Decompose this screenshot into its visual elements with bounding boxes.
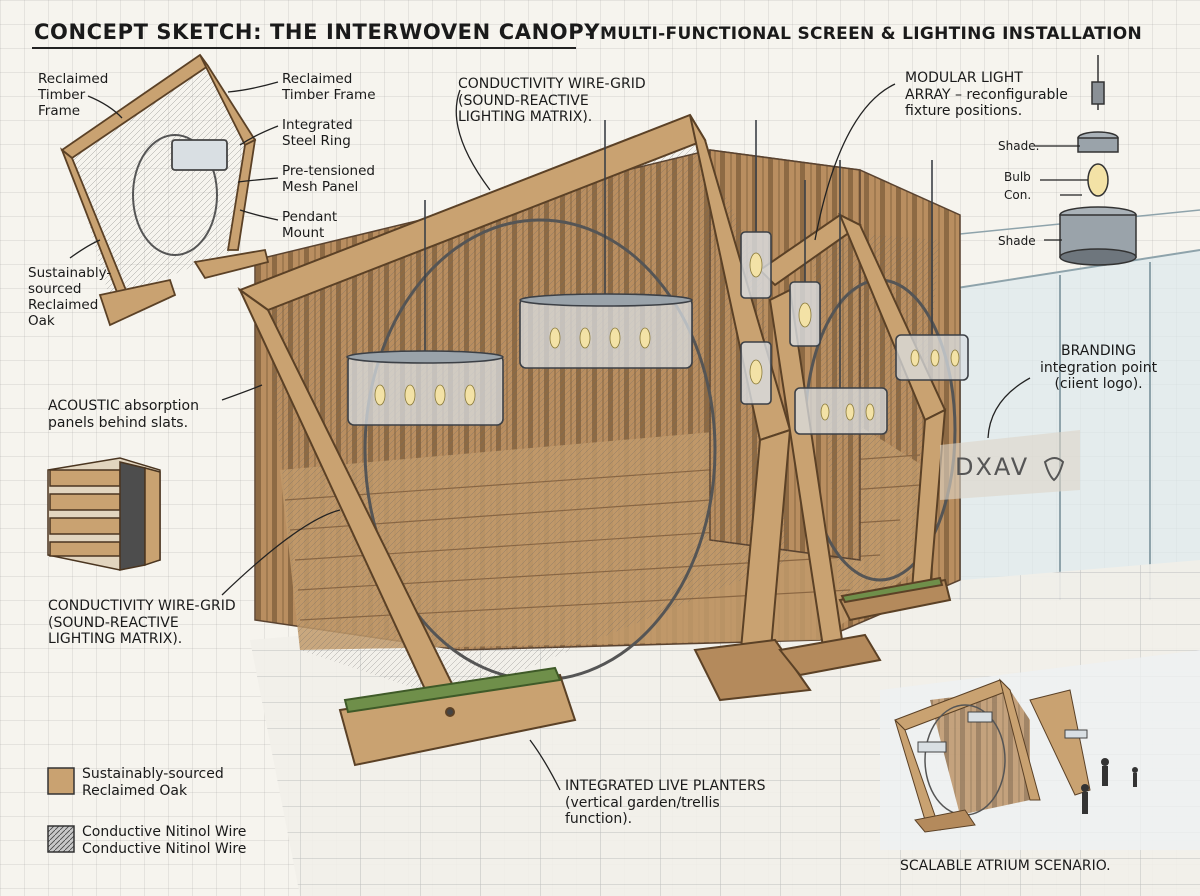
title-underline xyxy=(32,47,576,49)
main-timber-frame xyxy=(237,113,812,767)
legend-wire-swatch xyxy=(47,825,75,853)
callout-steel-ring: Integrated Steel Ring xyxy=(282,117,353,149)
leader-lines xyxy=(69,81,1088,791)
callout-reclaimed-right: Reclaimed Timber Frame xyxy=(282,71,376,103)
bulb-glow xyxy=(374,252,960,421)
callout-wire-grid-left: CONDUCTIVITY WIRE-GRID (SOUND-REACTIVE L… xyxy=(48,598,236,648)
brand-heart-icon xyxy=(1043,457,1065,482)
callout-oak: Sustainably- sourced Reclaimed Oak xyxy=(28,265,112,329)
fixture-shade-top-label: Shade. xyxy=(998,139,1040,153)
callout-branding: BRANDING integration point (ciient logo)… xyxy=(1040,343,1158,393)
atrium-inset xyxy=(880,650,1200,850)
pendant-fixtures xyxy=(346,120,969,435)
thumbnail-frame xyxy=(59,53,270,327)
callout-scalable: SCALABLE ATRIUM SCENARIO. xyxy=(900,858,1111,874)
callout-acoustic: ACOUSTIC absorption panels behind slats. xyxy=(48,398,199,431)
page-subtitle: – MULTI-FUNCTIONAL SCREEN & LIGHTING INS… xyxy=(585,24,1143,44)
fixture-exploded-view xyxy=(1059,55,1137,266)
callout-modular-light: MODULAR LIGHT ARRAY – reconfigurable fix… xyxy=(905,70,1068,120)
brand-logo-text: DXAV xyxy=(955,453,1029,481)
callout-mesh-panel: Pre-tensioned Mesh Panel xyxy=(282,163,375,195)
callout-pendant-mount: Pendant Mount xyxy=(282,209,338,241)
callout-planters: INTEGRATED LIVE PLANTERS (vertical garde… xyxy=(565,778,766,828)
acoustic-panel-section xyxy=(47,457,161,571)
branding-panel: DXAV xyxy=(940,430,1080,500)
legend-wire-label: Conductive Nitinol Wire Conductive Nitin… xyxy=(82,824,247,857)
legend-oak-swatch xyxy=(47,767,75,795)
callout-wire-grid-top: CONDUCTIVITY WIRE-GRID (SOUND-REACTIVE L… xyxy=(458,76,646,126)
legend-oak-label: Sustainably-sourced Reclaimed Oak xyxy=(82,766,224,799)
page-title: CONCEPT SKETCH: THE INTERWOVEN CANOPY xyxy=(34,20,600,44)
fixture-shade-bottom-label: Shade xyxy=(998,234,1036,248)
callout-reclaimed-left: Reclaimed Timber Frame xyxy=(38,71,109,119)
fixture-bulb-label: Bulb xyxy=(1004,170,1031,184)
fixture-con-label: Con. xyxy=(1004,188,1032,202)
